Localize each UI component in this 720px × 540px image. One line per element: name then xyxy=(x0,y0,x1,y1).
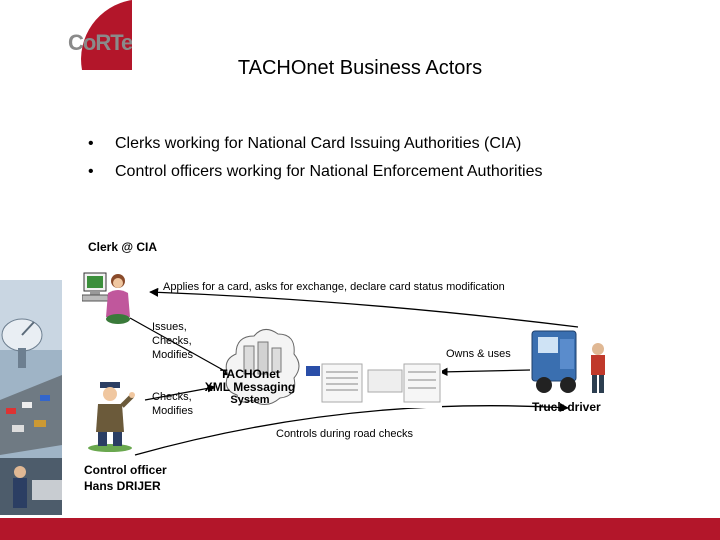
bullet-marker: • xyxy=(88,135,94,152)
tachonet-system-label: TACHOnet XML Messaging System xyxy=(198,368,302,407)
control-officer-role: Control officer xyxy=(84,463,167,477)
roadside-check-photo-icon xyxy=(0,458,62,515)
connector-clerk-system xyxy=(129,317,233,376)
bullet-cia-clerks: Clerks working for National Card Issuing… xyxy=(115,135,522,152)
applies-label: Applies for a card, asks for exchange, d… xyxy=(163,281,505,293)
control-officer-icon xyxy=(88,382,135,452)
bullet-control-officers: Control officers working for National En… xyxy=(115,163,543,180)
issues-line: Issues, xyxy=(152,321,187,333)
connector-officer-driver xyxy=(134,402,569,456)
modifies-line: Modifies xyxy=(152,349,193,361)
highway-photo-icon xyxy=(0,375,62,455)
control-officer-label: Control officer Hans DRIJER xyxy=(84,462,167,494)
checks-modifies-label: Checks, Modifies xyxy=(152,390,193,418)
slide-title: TACHOnet Business Actors xyxy=(237,57,483,79)
satellite-dish-icon xyxy=(1,318,43,368)
clerk-at-computer-icon xyxy=(82,272,130,324)
truck-driver-icon xyxy=(531,330,605,393)
checks-line: Checks, xyxy=(152,335,192,347)
svg-text:CoRTe: CoRTe xyxy=(68,30,132,55)
modifies-line: Modifies xyxy=(152,405,193,417)
tacho-card-document-icon xyxy=(302,358,442,408)
controls-road-checks-label: Controls during road checks xyxy=(276,428,413,440)
xml-messaging-line: XML Messaging xyxy=(204,380,296,394)
connector-driver-card xyxy=(439,367,531,377)
checks-line: Checks, xyxy=(152,391,192,403)
issues-checks-modifies-label: Issues, Checks, Modifies xyxy=(152,320,193,362)
cloud-network-icon xyxy=(225,329,300,405)
connector-officer-system xyxy=(144,384,216,401)
clerk-label: Clerk @ CIA xyxy=(88,240,158,254)
owns-uses-label: Owns & uses xyxy=(446,348,511,360)
left-photo-band xyxy=(0,280,62,515)
corte-logo: CoRTe xyxy=(68,0,132,70)
tachonet-line: TACHOnet xyxy=(220,367,280,381)
truck-driver-label: Truck driver xyxy=(532,400,601,414)
connector-clerk-driver xyxy=(149,287,579,328)
bottom-accent-bar xyxy=(0,518,720,540)
control-officer-name: Hans DRIJER xyxy=(84,479,161,493)
system-line: System xyxy=(230,394,270,406)
bullet-marker: • xyxy=(88,163,94,180)
